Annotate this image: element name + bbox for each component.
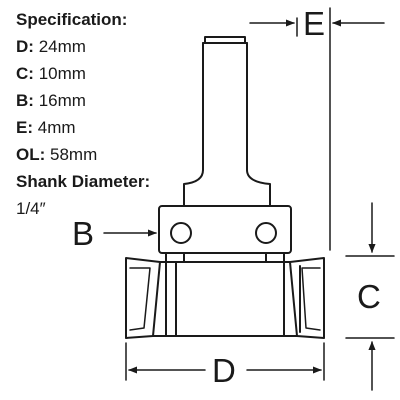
cutter-body	[125, 257, 325, 339]
spec-row-c: C: 10mm	[16, 64, 86, 83]
dimension-label-e: E	[303, 5, 325, 42]
spec-row-ol: OL: 58mm	[16, 145, 98, 164]
dimension-label-c: C	[357, 278, 381, 315]
spec-shank-label: Shank Diameter:	[16, 172, 151, 191]
spec-shank-value: 1/4″	[16, 199, 46, 218]
dimension-e	[249, 7, 385, 251]
spec-heading: Specification:	[16, 10, 128, 29]
bearing-collar	[158, 205, 292, 254]
spec-row-d: D: 24mm	[16, 37, 86, 56]
bearing-hole-left	[170, 222, 192, 244]
spec-row-e: E: 4mm	[16, 118, 76, 137]
shank	[202, 36, 248, 171]
spec-row-b: B: 16mm	[16, 91, 86, 110]
collar-connectors	[165, 252, 285, 263]
bearing-hole-right	[255, 222, 277, 244]
dimension-c	[345, 202, 395, 391]
dimension-label-d: D	[212, 352, 236, 389]
dimension-label-b: B	[72, 215, 94, 252]
shank-flare	[183, 169, 271, 207]
dimension-d	[125, 342, 325, 381]
